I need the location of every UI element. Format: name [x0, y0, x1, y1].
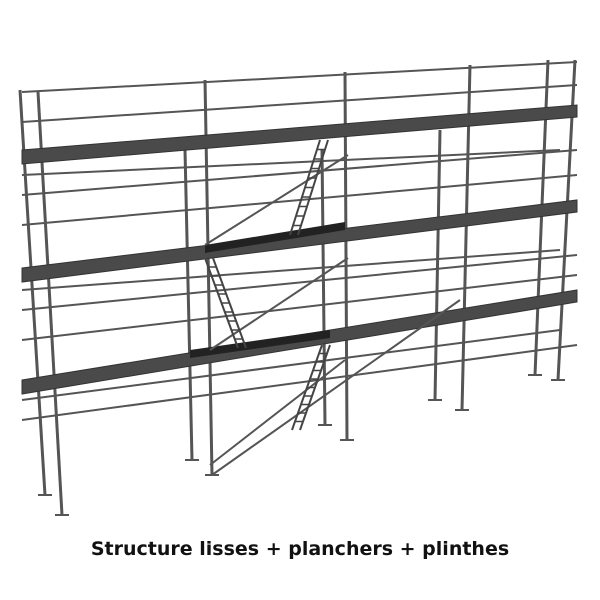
image-caption: Structure lisses + planchers + plinthes	[90, 538, 510, 560]
scaffold-decks	[21, 104, 578, 395]
scaffold-ladders	[204, 139, 331, 431]
guard-rail	[21, 254, 578, 311]
diagonal-brace	[204, 154, 349, 246]
hatch-deck	[205, 222, 345, 253]
diagonal-brace	[211, 299, 461, 476]
hatch-deck	[190, 330, 330, 358]
scaffolding-illustration	[18, 59, 578, 516]
guard-rail	[21, 149, 578, 196]
back-rail	[21, 249, 561, 291]
scaffold-rails	[21, 61, 578, 421]
diagonal-brace	[209, 359, 346, 466]
scaffold-post	[183, 149, 194, 461]
guard-rail	[21, 84, 578, 123]
scaffold-post	[433, 129, 442, 401]
guard-rail	[21, 61, 578, 93]
guard-rail	[21, 344, 578, 421]
scaffold-post	[320, 149, 327, 426]
guard-rail	[21, 274, 578, 341]
deck-plank	[21, 199, 578, 283]
guard-rail	[21, 174, 578, 226]
back-rail	[21, 329, 561, 401]
deck-plank	[21, 104, 578, 165]
back-rail	[21, 149, 561, 176]
